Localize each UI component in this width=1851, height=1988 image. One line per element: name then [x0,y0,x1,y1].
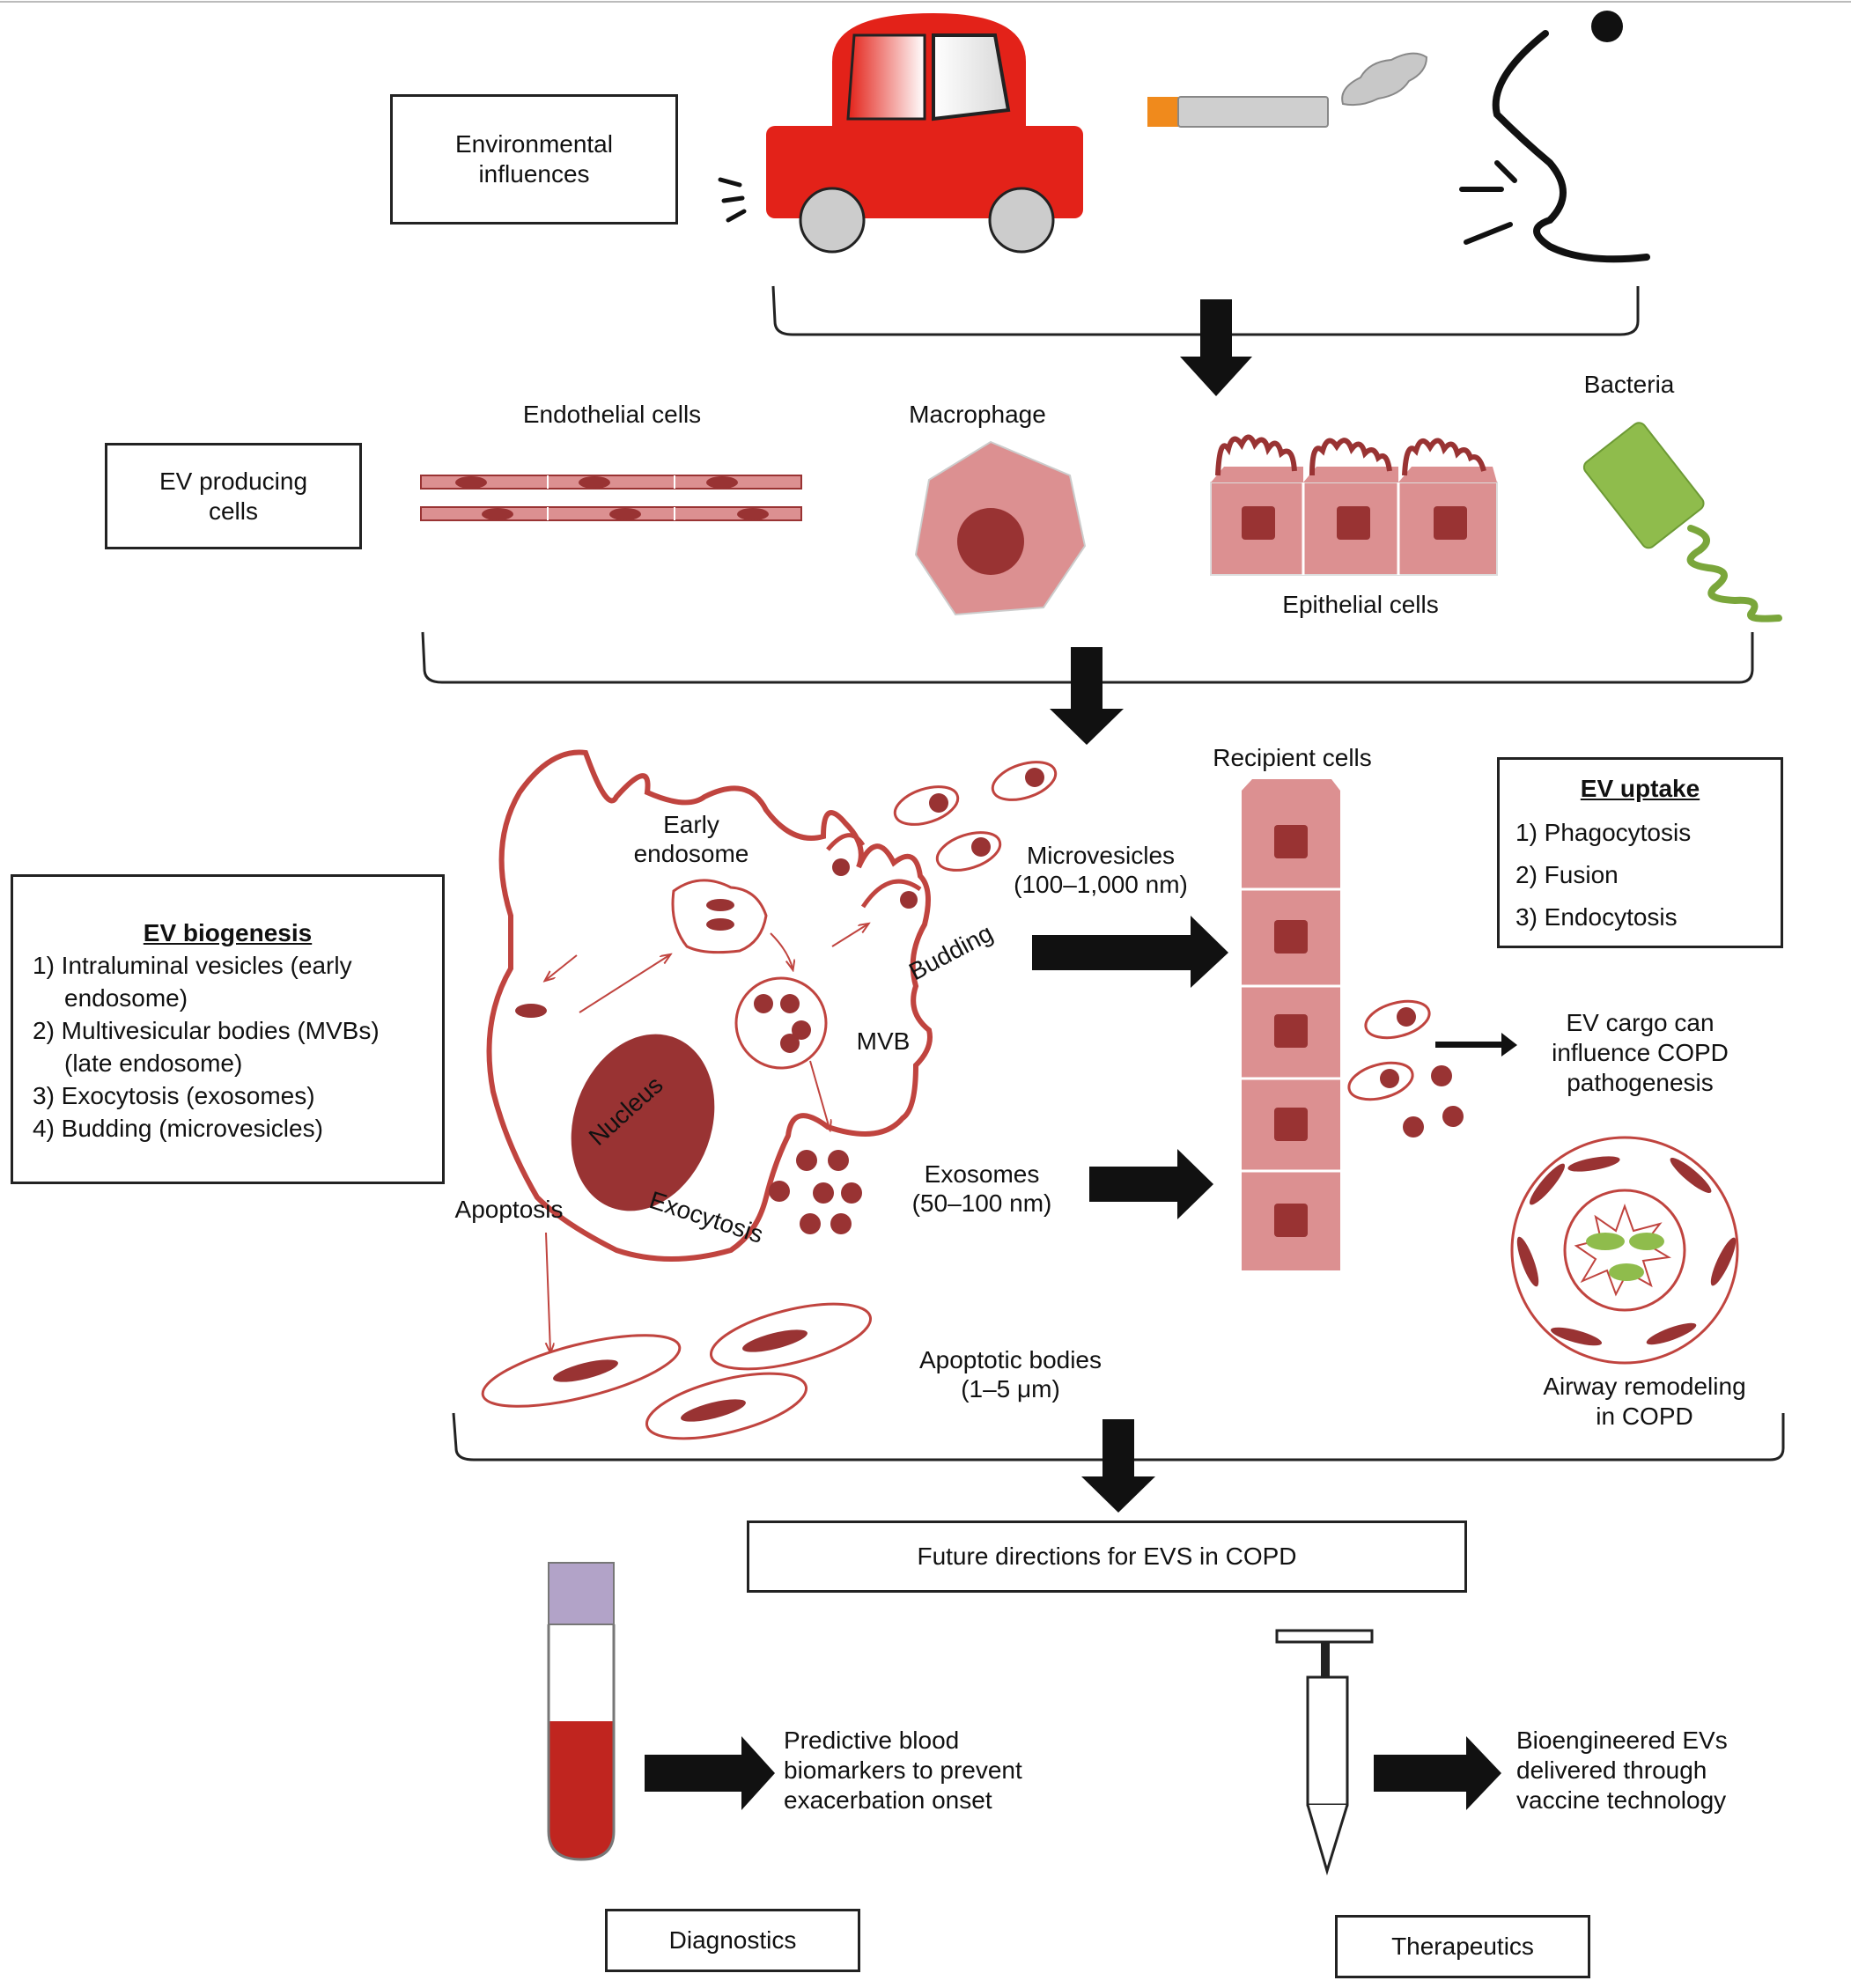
airway-text-line1: Airway remodeling [1543,1373,1746,1400]
uptake-item: 1) Phagocytosis [1515,819,1692,846]
ev-producing-cells-box: EV producing cells [105,443,362,549]
exosomes-label-line1: Exosomes [924,1160,1040,1188]
uptake-item: 3) Endocytosis [1515,903,1678,931]
diagnostics-text-line2: biomarkers to prevent [784,1756,1022,1784]
parent-cell-icon [486,749,933,1351]
ev-producing-label-line2: cells [208,497,258,525]
recipient-cells-icon [1242,779,1340,1270]
epithelial-cells-label: Epithelial cells [1282,591,1439,618]
bacteria-icon [1582,422,1782,622]
ev-producing-label-line1: EV producing [159,467,308,495]
down-arrow-1 [1180,299,1252,396]
biogenesis-item: 3) Exocytosis (exosomes) [33,1082,315,1109]
diagnostics-text-line3: exacerbation onset [784,1786,992,1814]
therapeutics-text-line2: delivered through [1516,1756,1707,1784]
arrow-therapeutics [1374,1736,1501,1810]
therapeutics-label: Therapeutics [1391,1933,1534,1960]
ev-uptake-title: EV uptake [1580,775,1700,802]
ev-biogenesis-box: EV biogenesis 1) Intraluminal vesicles (… [11,874,445,1184]
microvesicles-label-line2: (100–1,000 nm) [1014,871,1188,898]
biogenesis-item: (late endosome) [64,1049,243,1077]
cargo-text-line2: influence COPD [1552,1039,1729,1066]
biogenesis-item: 4) Budding (microvesicles) [33,1115,323,1142]
diagnostics-text-line1: Predictive blood [784,1727,960,1754]
future-directions-box: Future directions for EVS in COPD [747,1520,1467,1593]
ev-uptake-box: EV uptake 1) Phagocytosis 2) Fusion 3) E… [1497,757,1783,948]
arrow-to-cargo-text [1435,1033,1517,1057]
biogenesis-item: 1) Intraluminal vesicles (early [33,952,352,979]
biogenesis-item: 2) Multivesicular bodies (MVBs) [33,1017,380,1044]
runner-icon [1459,11,1650,263]
biogenesis-item: endosome) [64,984,188,1012]
apoptotic-bodies-label-line1: Apoptotic bodies [918,1346,1102,1373]
cargo-vesicles-icon [1347,999,1464,1138]
future-directions-label: Future directions for EVS in COPD [917,1543,1297,1570]
epithelial-cells-icon [1210,434,1498,576]
macrophage-label: Macrophage [909,401,1046,428]
syringe-icon [1275,1629,1374,1876]
cigarette-icon [1147,52,1428,128]
exosomes-cluster-icon [769,1150,862,1234]
bacteria-label: Bacteria [1583,371,1675,398]
airway-text-line2: in COPD [1596,1403,1693,1430]
early-endosome-label-line1: Early [663,811,719,838]
environmental-label-line1: Environmental [455,130,613,158]
environmental-label-line2: influences [478,160,590,188]
apoptosis-label: Apoptosis [454,1196,564,1223]
arrow-exosomes-to-recipient [1089,1149,1213,1219]
microvesicles-icon [893,761,1058,872]
apoptotic-bodies-label-line2: (1–5 μm) [961,1375,1060,1403]
recipient-cells-label: Recipient cells [1213,744,1372,771]
exosomes-label-line2: (50–100 nm) [911,1189,1052,1217]
endothelial-cells-label: Endothelial cells [522,401,702,428]
down-arrow-2 [1050,647,1124,745]
diagnostics-box: Diagnostics [605,1909,860,1972]
cargo-text-line1: EV cargo can [1566,1009,1715,1036]
car-icon [718,13,1083,254]
arrow-microvesicles-to-recipient [1032,916,1228,988]
arrow-diagnostics [645,1736,775,1810]
apoptotic-bodies-icon [481,1302,873,1440]
therapeutics-box: Therapeutics [1335,1915,1590,1978]
therapeutics-text-line1: Bioengineered EVs [1516,1727,1728,1754]
down-arrow-3 [1081,1419,1155,1513]
early-endosome-label-line2: endosome [633,840,749,867]
uptake-item: 2) Fusion [1515,861,1619,888]
therapeutics-text-line3: vaccine technology [1516,1786,1727,1814]
mvb-label: MVB [856,1027,911,1055]
microvesicles-label-line1: Microvesicles [1026,842,1176,869]
airway-remodeling-icon [1510,1136,1739,1365]
blood-tube-icon [547,1562,616,1861]
environmental-influences-box: Environmental influences [390,94,678,225]
macrophage-icon [914,440,1087,616]
cargo-text-line3: pathogenesis [1567,1069,1714,1096]
ev-biogenesis-title: EV biogenesis [143,919,313,946]
diagnostics-label: Diagnostics [668,1926,797,1954]
endothelial-cells-icon [420,475,802,521]
